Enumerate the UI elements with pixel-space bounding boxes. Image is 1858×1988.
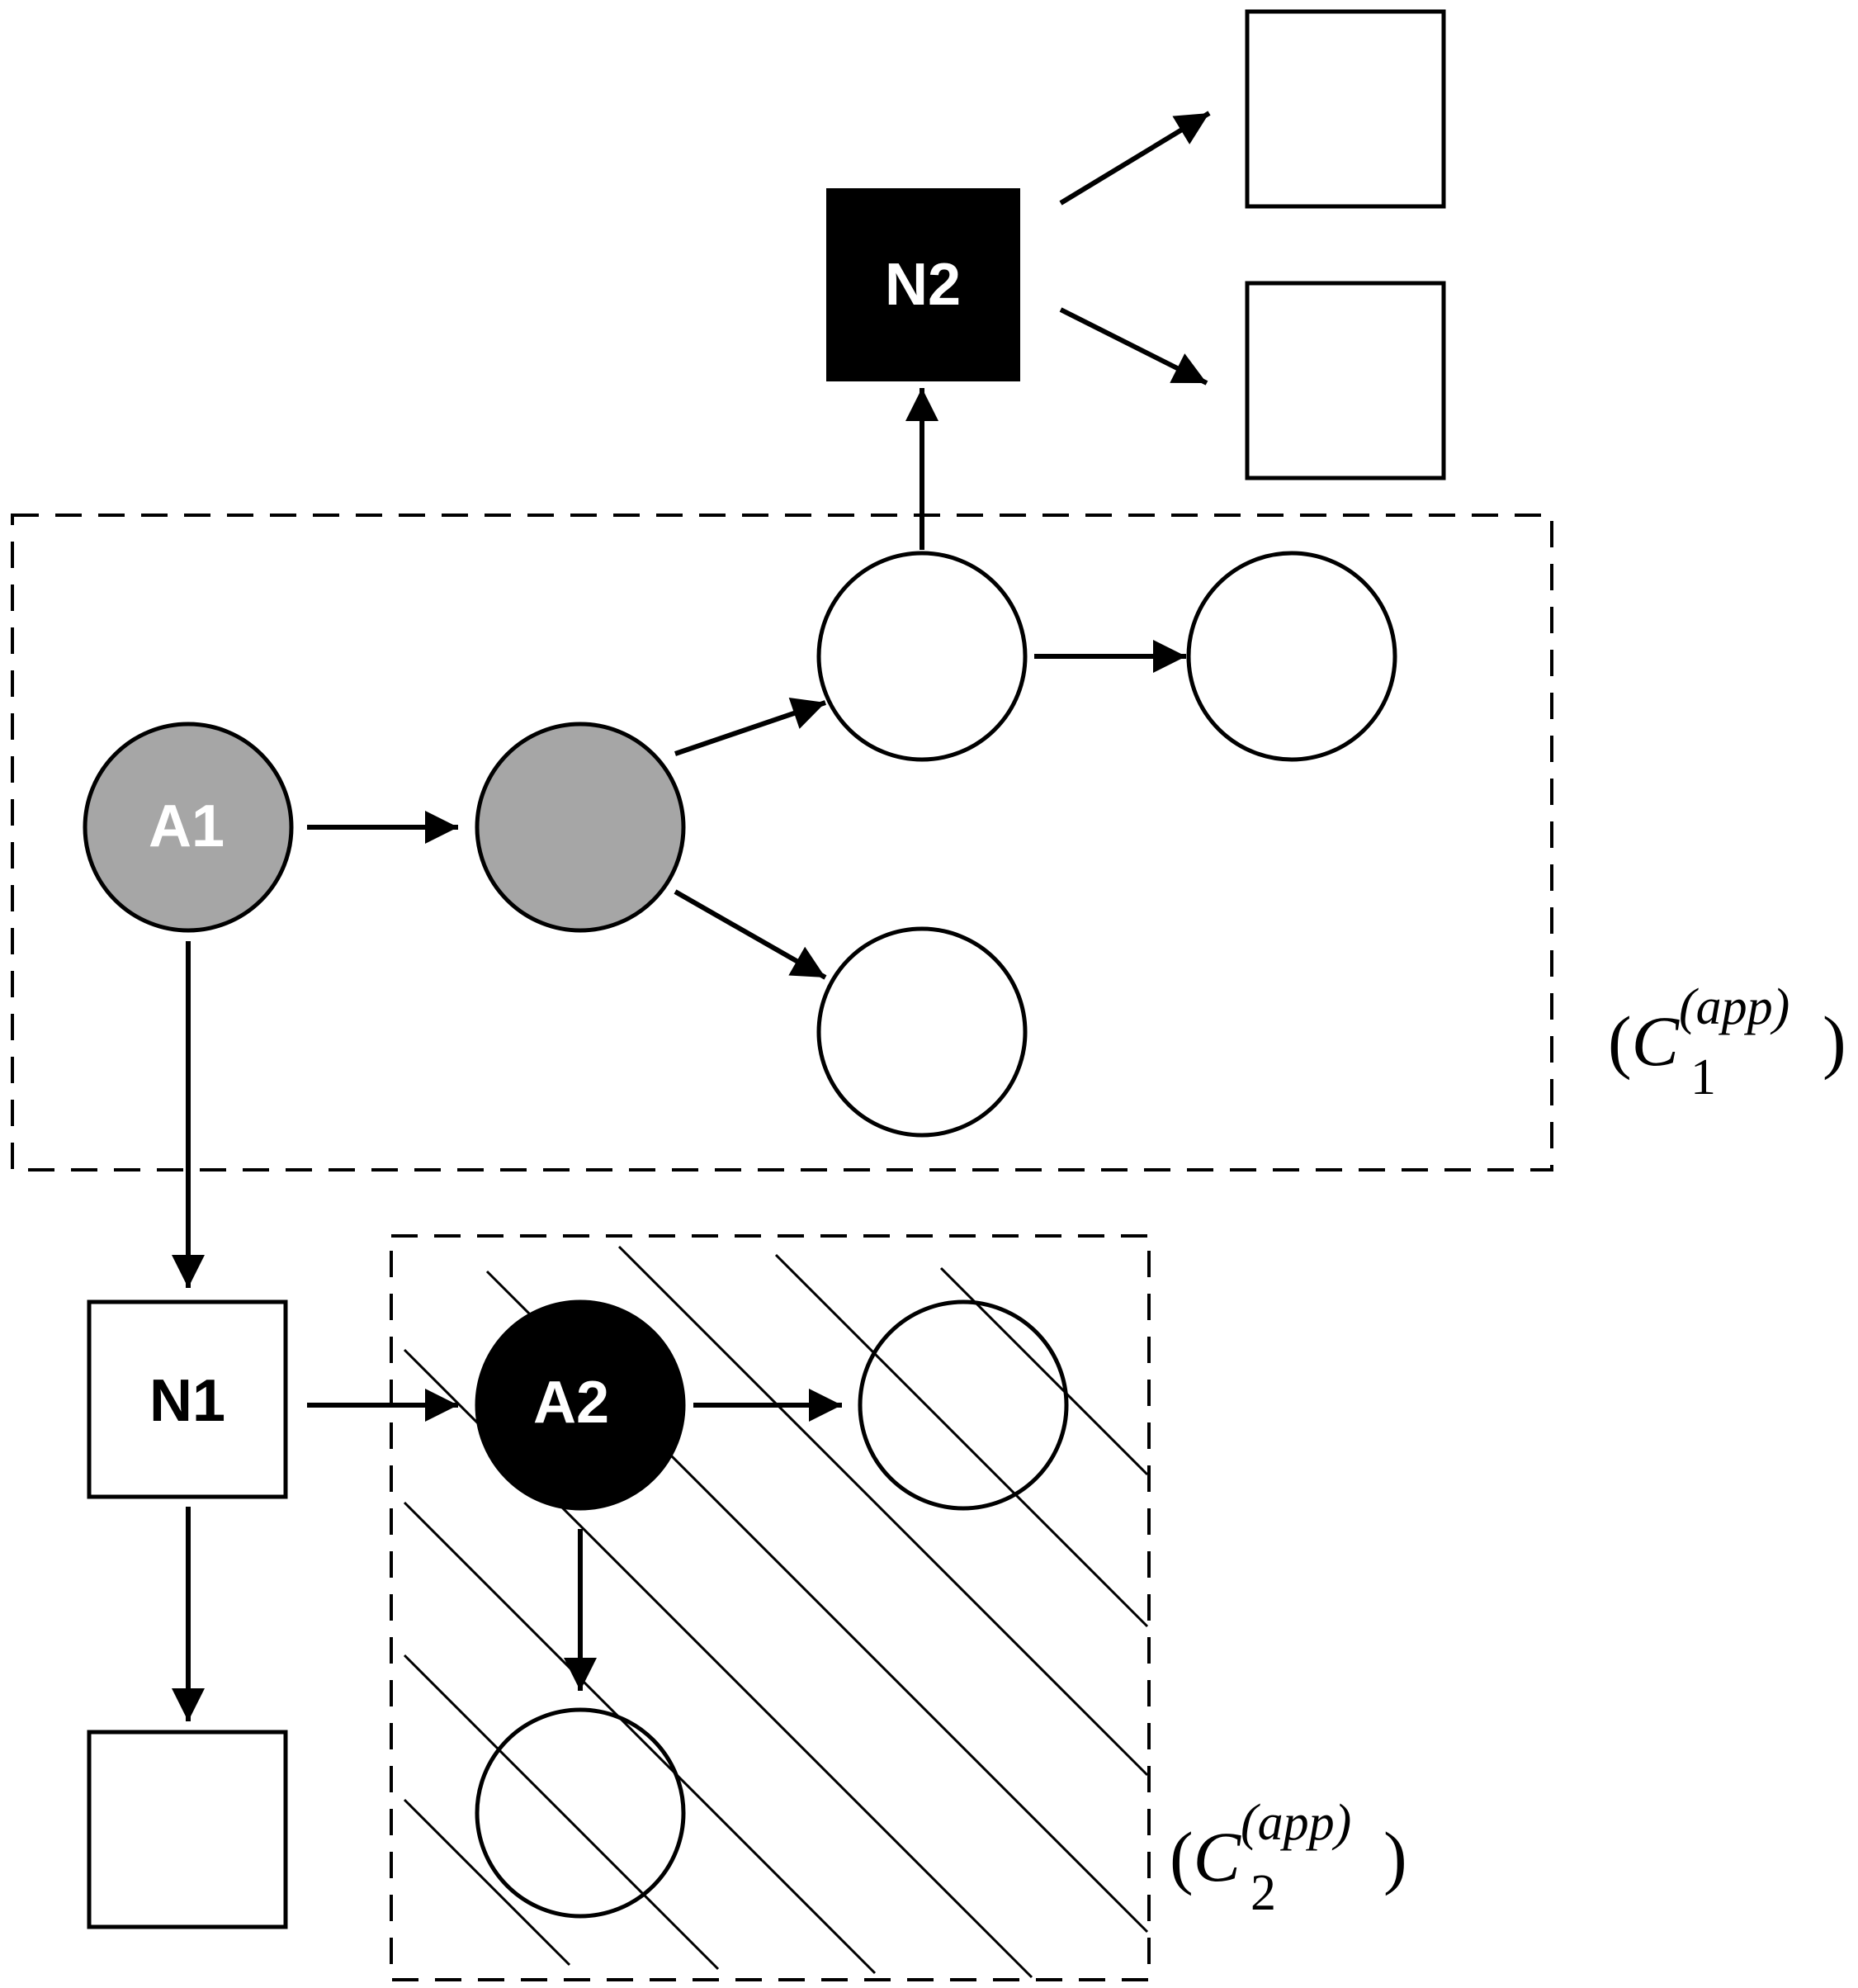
- node-a1: [83, 722, 294, 933]
- cluster-1-label-sub: 1: [1690, 1049, 1716, 1105]
- cluster-2-label: (C(app) 2): [1170, 1795, 1407, 1921]
- cluster-1-label-sup: (app): [1679, 979, 1789, 1035]
- edge-n2-to-square-top: [1059, 111, 1211, 206]
- cluster-2-label-sub: 2: [1250, 1865, 1276, 1921]
- cluster-2-label-open: (: [1170, 1817, 1194, 1896]
- node-n1-label: N1: [149, 1368, 225, 1434]
- node-circle-top: [816, 551, 1028, 762]
- node-n2-label: N2: [885, 252, 961, 318]
- edge-n2-to-square-bottom: [1059, 307, 1208, 386]
- node-circle-bottom: [816, 926, 1028, 1138]
- node-a2: [475, 1299, 686, 1511]
- cluster-1-label: (C(app) 1): [1608, 979, 1846, 1105]
- node-circle-right: [1186, 551, 1397, 762]
- cluster-1-label-base: C: [1632, 1001, 1681, 1081]
- edges: [172, 111, 1211, 1721]
- cluster-1-label-open: (: [1608, 1001, 1632, 1081]
- cluster-1-label-close: ): [1823, 1001, 1846, 1081]
- cluster-2-label-base: C: [1194, 1817, 1242, 1896]
- cluster-1-box: [11, 514, 1553, 1172]
- node-a2-label: A2: [533, 1370, 609, 1436]
- node-hatched-circle-right: [858, 1299, 1069, 1511]
- cluster-2-label-sup: (app): [1241, 1795, 1351, 1851]
- node-square-bottom-left: [87, 1730, 288, 1929]
- node-square-top-right: [1245, 9, 1446, 209]
- edge-gray-circle-to-top-circle: [674, 697, 826, 756]
- node-hatched-circle-bottom: [475, 1707, 686, 1919]
- cluster-2-box: [390, 1234, 1151, 1981]
- node-square-mid-right: [1245, 281, 1446, 480]
- node-gray-circle: [475, 722, 686, 933]
- cluster-2-label-close: ): [1383, 1817, 1407, 1896]
- node-n1: [87, 1299, 288, 1499]
- node-a1-label: A1: [149, 793, 225, 859]
- edge-gray-circle-to-bottom-circle: [674, 889, 827, 980]
- node-n2: [826, 188, 1020, 381]
